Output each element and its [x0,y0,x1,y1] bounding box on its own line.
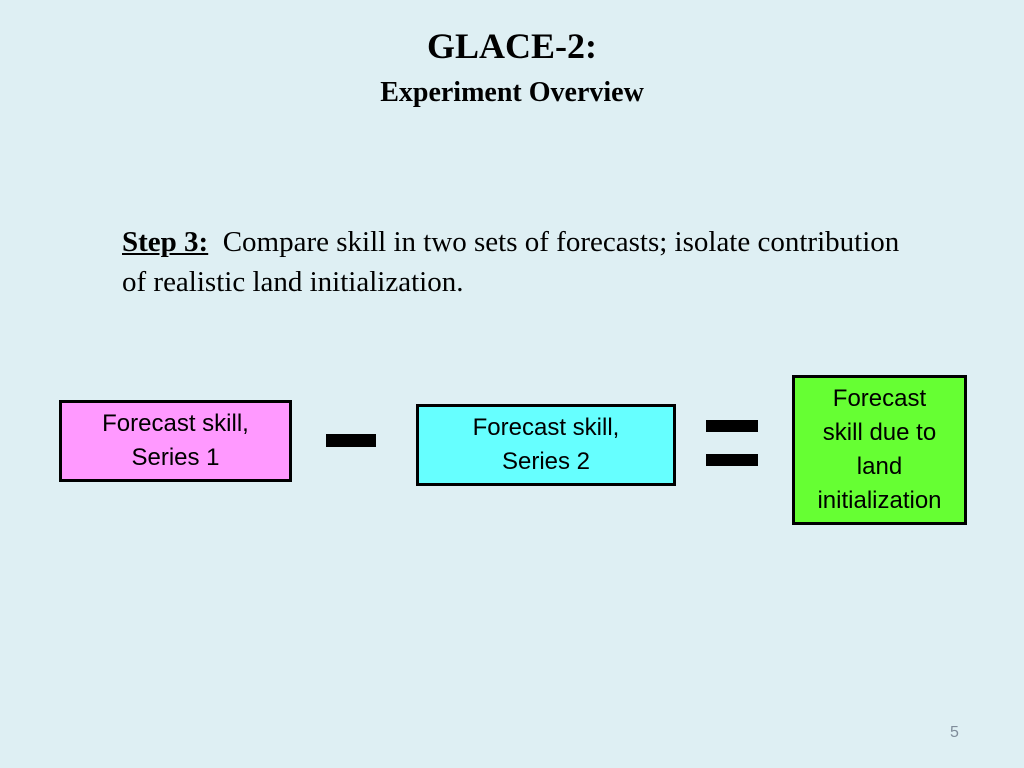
box-land-initialization-skill: Forecast skill due to land initializatio… [792,375,967,525]
box-3-line-4: initialization [817,487,942,514]
box-1-text: Forecast skill, Series 1 [102,407,249,475]
box-3-line-1: Forecast [832,385,927,412]
minus-sign-icon [326,434,376,447]
step-label: Step 3: [122,226,209,258]
page-number: 5 [950,724,959,741]
box-forecast-skill-series-2: Forecast skill, Series 2 [416,404,676,486]
box-3-line-2: skill due to [822,419,937,446]
box-2-line-2: Series 2 [501,448,591,475]
step-text: Compare skill in two sets of forecasts; … [122,226,900,298]
box-2-line-1: Forecast skill, [472,414,620,441]
step-description: Step 3: Compare skill in two sets of for… [122,222,922,302]
slide-subtitle: Experiment Overview [380,77,644,108]
box-2-text: Forecast skill, Series 2 [473,411,620,479]
box-1-line-1: Forecast skill, [102,410,249,437]
box-3-line-3: land [856,453,903,480]
slide-title: GLACE-2: [427,26,597,66]
equals-sign-bottom-bar [706,454,758,466]
equals-sign-top-bar [706,420,758,432]
box-1-line-2: Series 1 [131,444,220,471]
box-3-text: Forecast skill due to land initializatio… [817,382,941,518]
box-forecast-skill-series-1: Forecast skill, Series 1 [59,400,292,482]
